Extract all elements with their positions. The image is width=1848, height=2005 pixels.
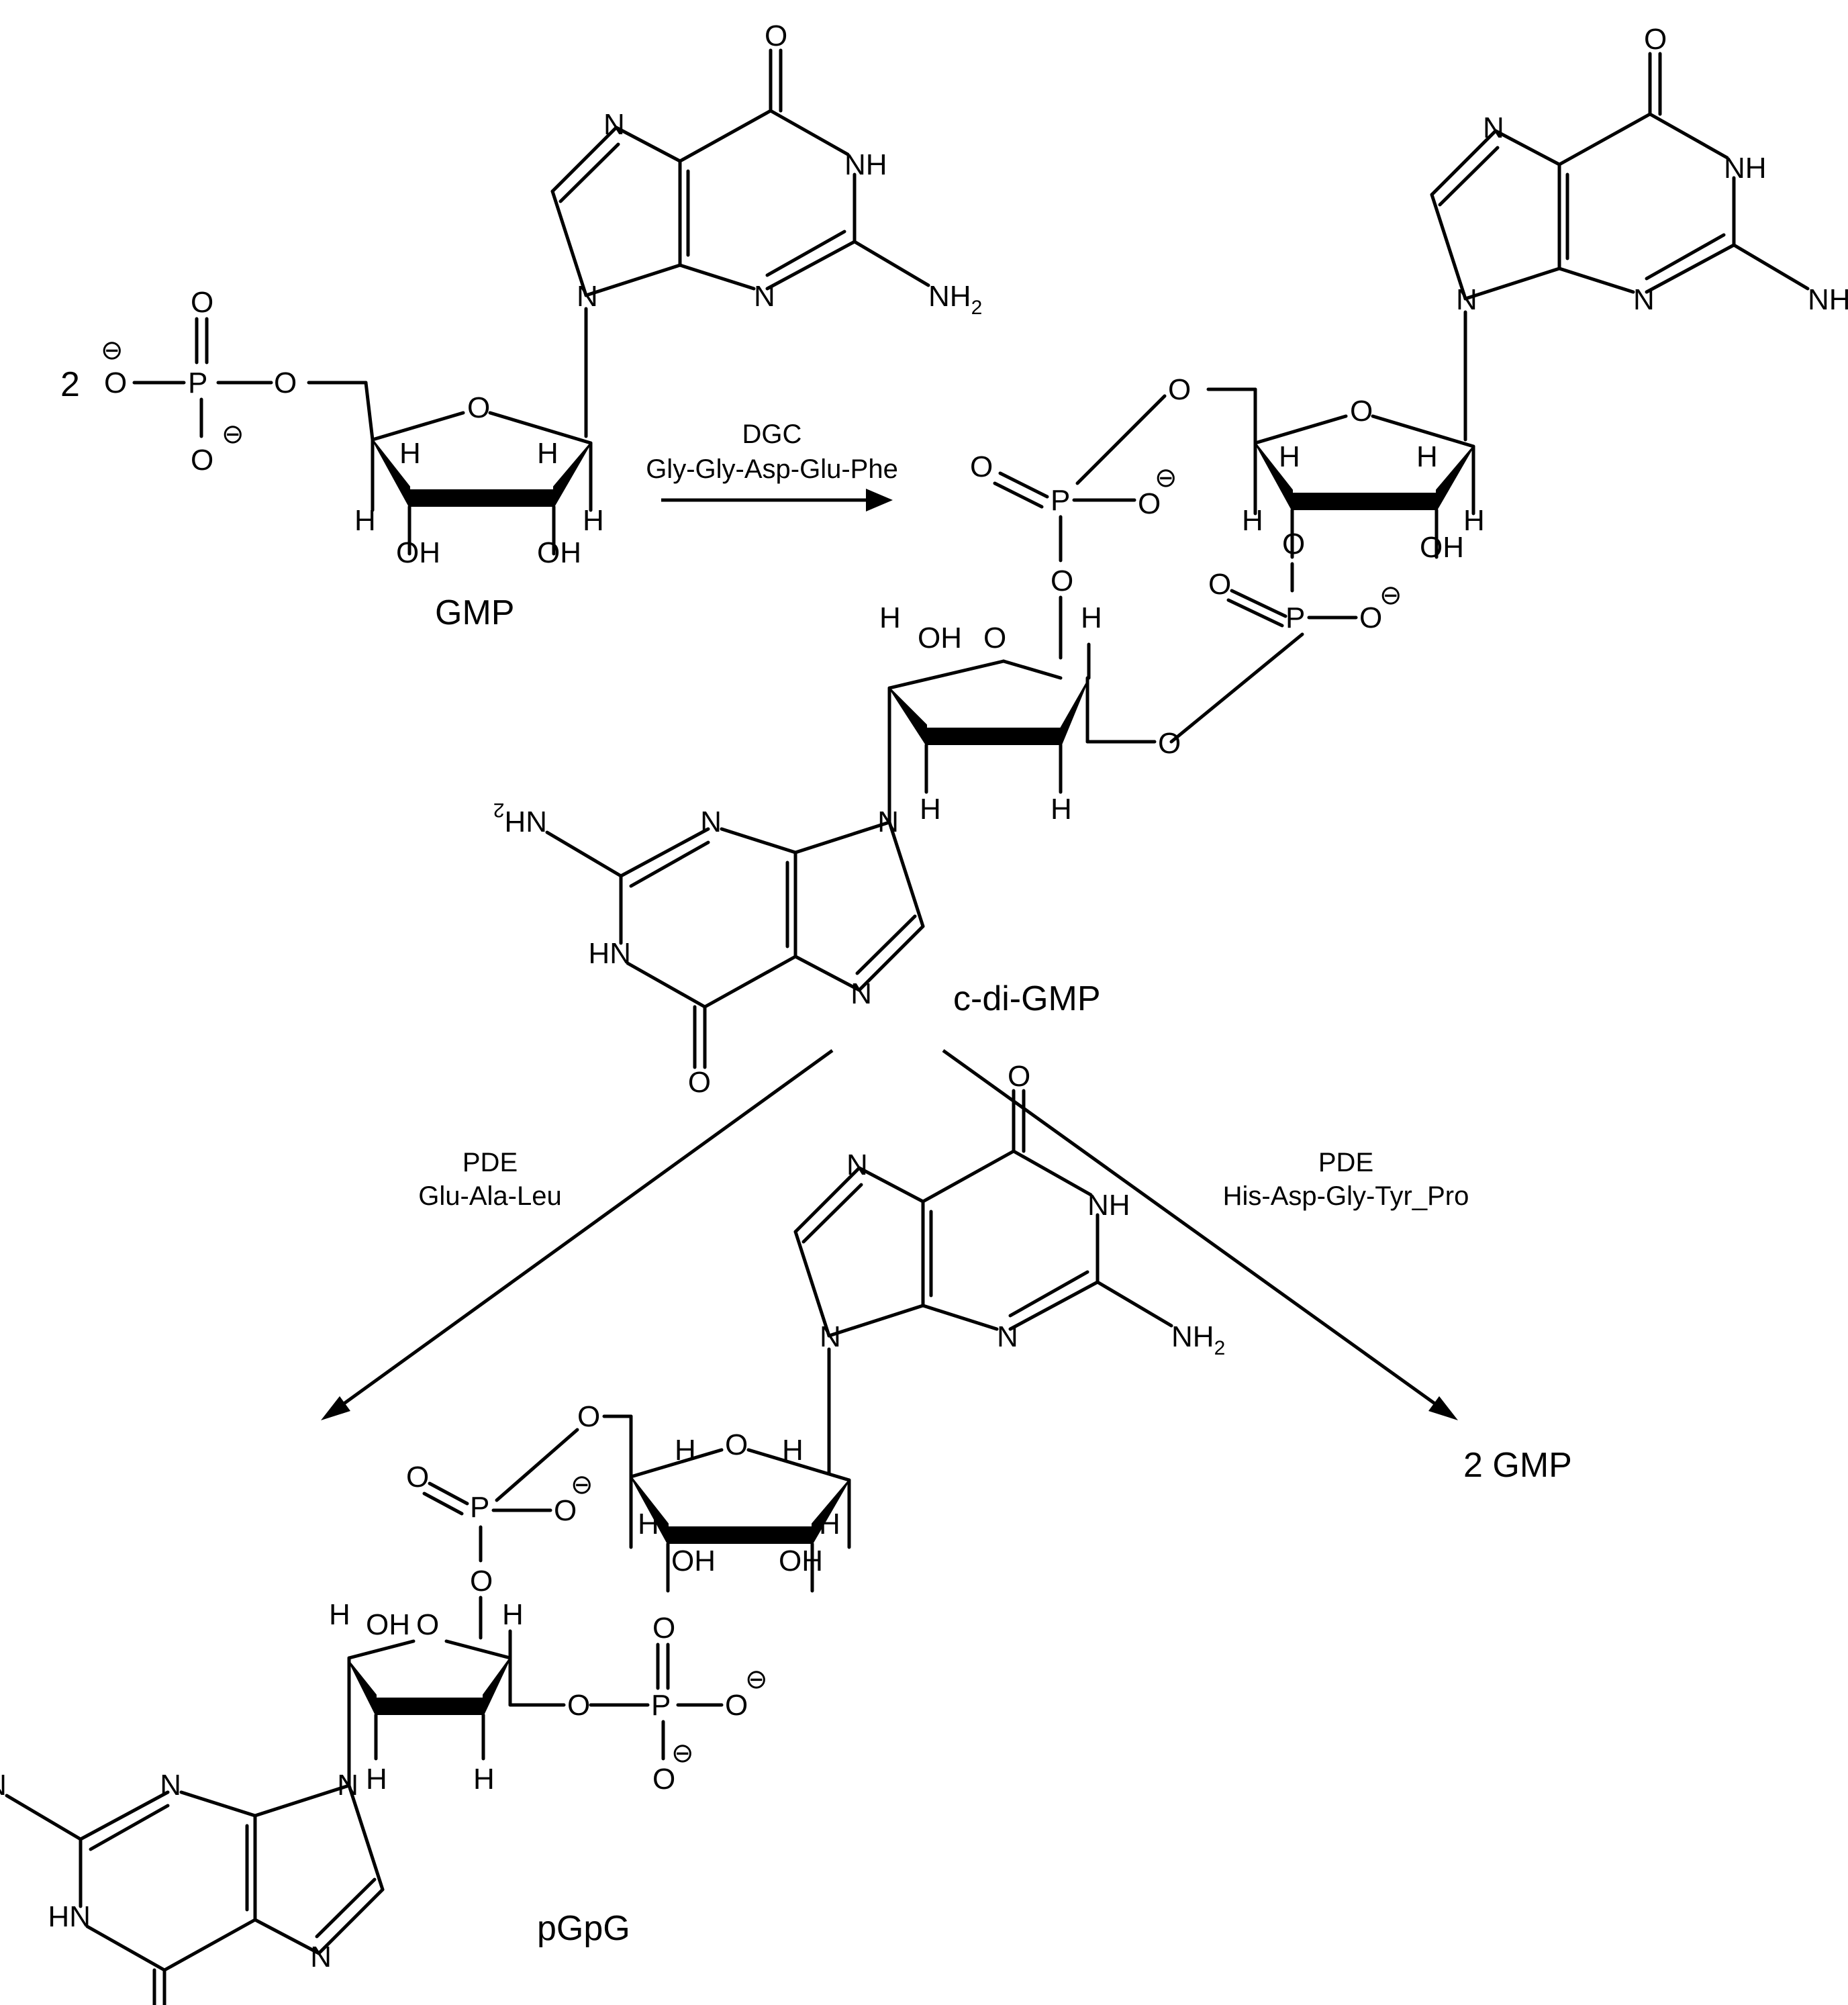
gmp-charge-1: ⊖ (101, 336, 124, 365)
cdigmp-o-minus-right: O (1359, 601, 1382, 634)
pgpg-h-d: H (819, 1508, 840, 1541)
cdigmp-p-right: P (1285, 601, 1305, 634)
pgpg-charge-terminal-2: ⊖ (671, 1739, 694, 1768)
dgc-reaction: DGC Gly-Gly-Asp-Glu-Phe (646, 420, 898, 511)
pgpg-charge-terminal-1: ⊖ (745, 1665, 768, 1694)
cdigmp-ring-o-bottom: O (983, 622, 1006, 654)
pde-hdgyp-arrowhead (1428, 1396, 1458, 1420)
pgpg-h-h: H (473, 1763, 495, 1796)
cdigmp-name: c-di-GMP (953, 979, 1101, 1018)
gmp-o-double: O (191, 286, 213, 319)
pde-hdgyp-reaction: PDE His-Asp-Gly-Tyr_Pro (942, 1048, 1469, 1420)
gmp-structure: O P O ⊖ O O ⊖ 2 O H H H H OH OH GMP (60, 19, 982, 632)
cdigmp-structure: O O H H H H O OH P O O ⊖ P O O ⊖ O O (493, 23, 1848, 1098)
pde-hdgyp-arrow (942, 1048, 1445, 1412)
cdigmp-o-double-left: O (970, 450, 993, 483)
pgpg-o-double-terminal: O (652, 1612, 675, 1645)
pgpg-o-minus-terminal-1: O (725, 1689, 748, 1722)
pde-eal-reaction: PDE Glu-Ala-Leu (321, 1048, 834, 1420)
gmp-h2: H (537, 437, 558, 470)
pde-hdgyp-motif: His-Asp-Gly-Tyr_Pro (1223, 1181, 1469, 1211)
pgpg-o-minus-terminal-2: O (652, 1763, 675, 1796)
pgpg-o5-bottom: O (567, 1689, 590, 1722)
gmp-name: GMP (435, 593, 514, 632)
cdigmp-o-double-right: O (1208, 568, 1231, 601)
pgpg-ring-o-top: O (725, 1428, 748, 1461)
pgpg-oh-b: OH (779, 1545, 823, 1577)
pgpg-h-f: H (502, 1598, 524, 1631)
pgpg-h-c: H (638, 1508, 659, 1541)
pgpg-charge-bridge: ⊖ (571, 1470, 593, 1500)
cdigmp-h-g: H (920, 793, 941, 826)
gmp-h1: H (399, 437, 421, 470)
dgc-enzyme: DGC (742, 420, 802, 449)
gmp-product-name: 2 GMP (1463, 1446, 1572, 1485)
cdigmp-oh-bottom: OH (918, 622, 962, 654)
pgpg-o5-top: O (577, 1400, 600, 1433)
cdigmp-h-f: H (1081, 601, 1102, 634)
pgpg-p-bridge: P (470, 1491, 489, 1524)
gmp-o5: O (274, 366, 297, 399)
gmp-o-minus-2: O (191, 444, 213, 477)
pgpg-o-minus-bridge: O (554, 1494, 577, 1527)
cdigmp-h-d: H (1463, 504, 1485, 537)
pgpg-oh-a: OH (671, 1545, 716, 1577)
pgpg-h-g: H (366, 1763, 387, 1796)
cdigmp-oh-top: OH (1420, 531, 1464, 564)
cdigmp-o5-bottom: O (1158, 727, 1181, 760)
pde-eal-arrowhead (321, 1396, 350, 1420)
pgpg-ring-o-bottom: O (416, 1608, 439, 1641)
pgpg-oh-c: OH (366, 1608, 410, 1641)
pgpg-h-b: H (782, 1434, 804, 1467)
gmp-charge-2: ⊖ (222, 420, 244, 449)
cdigmp-p-left: P (1051, 484, 1070, 517)
pde-eal-motif: Glu-Ala-Leu (418, 1181, 561, 1211)
gmp-phosphorus: P (188, 366, 207, 399)
cdigmp-o3-bottom: O (1051, 565, 1073, 597)
pgpg-h-e: H (329, 1598, 350, 1631)
pde-eal-arrow (334, 1048, 834, 1412)
cdigmp-o-minus-left: O (1138, 487, 1161, 520)
pgpg-o-double-bridge: O (406, 1461, 429, 1494)
cdigmp-h-h: H (1051, 793, 1072, 826)
cdigmp-o3-top: O (1282, 528, 1305, 560)
gmp-coefficient: 2 (60, 365, 80, 404)
gmp-h3: H (354, 504, 376, 537)
cdigmp-h-a: H (1279, 440, 1300, 473)
cdigmp-ring-o-top: O (1350, 395, 1373, 428)
gmp-oh-3: OH (396, 536, 440, 569)
cdigmp-charge-left: ⊖ (1155, 463, 1177, 493)
gmp-oh-2: OH (537, 536, 581, 569)
gmp-h4: H (583, 504, 604, 537)
cdigmp-h-e: H (879, 601, 901, 634)
pgpg-h-a: H (675, 1434, 696, 1467)
cdigmp-h-c: H (1242, 504, 1263, 537)
gmp-ring-o: O (467, 391, 490, 424)
gmp-o-minus-1: O (104, 366, 127, 399)
cdigmp-charge-right: ⊖ (1379, 581, 1402, 610)
pgpg-o3-bridge: O (470, 1565, 493, 1598)
pgpg-structure: O O H H H H OH OH P O O ⊖ O O H OH H H (0, 1060, 1225, 2005)
cdigmp-o5-top: O (1168, 373, 1191, 406)
dgc-arrowhead (866, 489, 893, 511)
pgpg-name: pGpG (537, 1909, 630, 1948)
dgc-motif: Gly-Gly-Asp-Glu-Phe (646, 454, 898, 484)
pde-hdgyp-enzyme: PDE (1318, 1148, 1373, 1177)
cdigmp-h-b: H (1416, 440, 1438, 473)
pgpg-p-terminal: P (651, 1689, 671, 1722)
pde-eal-enzyme: PDE (463, 1148, 518, 1177)
